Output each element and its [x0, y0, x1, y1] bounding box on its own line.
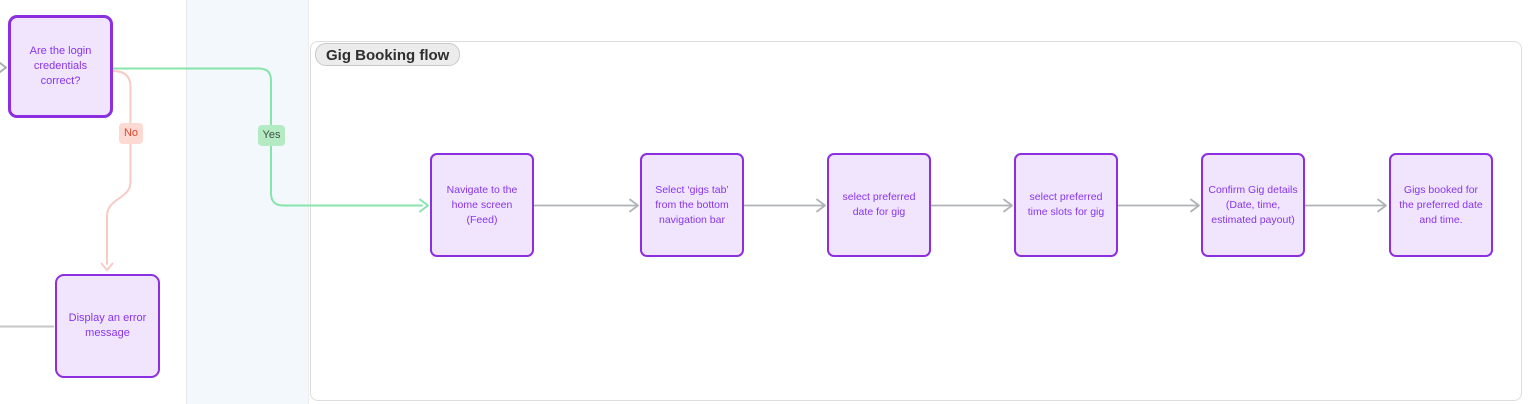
flow-step-navigate-home[interactable]: Navigate to the home screen (Feed) [430, 153, 534, 257]
flow-step-confirm-details[interactable]: Confirm Gig details (Date, time, estimat… [1201, 153, 1305, 257]
branch-label-yes[interactable]: Yes [258, 125, 285, 146]
branch-label-no[interactable]: No [119, 123, 143, 144]
flow-step-gigs-booked[interactable]: Gigs booked for the preferred date and t… [1389, 153, 1493, 257]
canvas-lane-strip [186, 0, 309, 404]
flow-step-select-time-slots[interactable]: select preferred time slots for gig [1014, 153, 1118, 257]
decision-node-login-credentials[interactable]: Are the login credentials correct? [8, 15, 113, 118]
frame-title[interactable]: Gig Booking flow [315, 43, 461, 66]
incoming-arrow[interactable] [0, 61, 7, 74]
arrowhead-down-icon [100, 262, 114, 271]
flow-step-select-date[interactable]: select preferred date for gig [827, 153, 931, 257]
arrowhead-right-icon [0, 61, 7, 74]
node-display-error-message[interactable]: Display an error message [55, 274, 160, 378]
flow-step-select-gigs-tab[interactable]: Select ‘gigs tab’ from the bottom naviga… [640, 153, 744, 257]
